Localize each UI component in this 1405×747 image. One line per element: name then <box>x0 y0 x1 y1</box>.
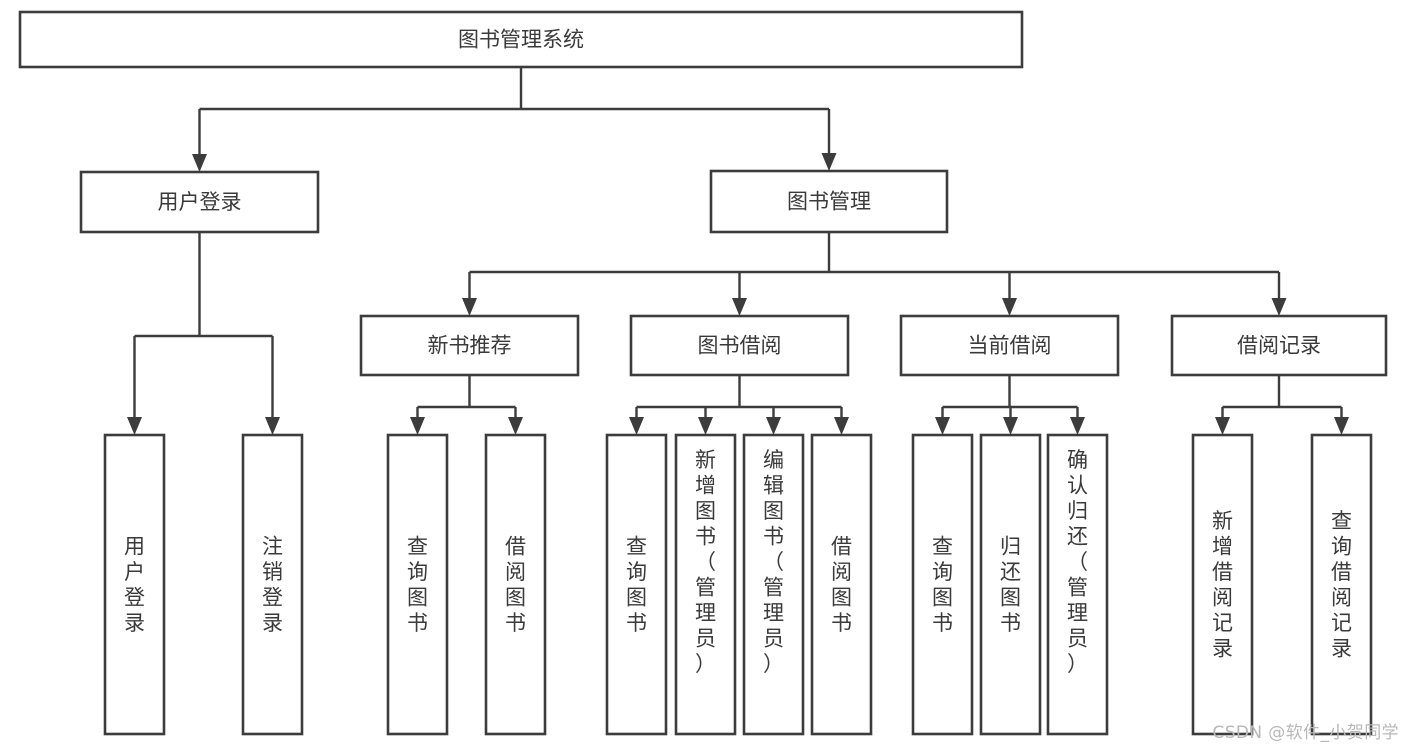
node-label-book-management: 图书管理 <box>787 190 871 214</box>
node-current-borrow[interactable]: 当前借阅 <box>899 314 1120 377</box>
node-box-leaf-query-book-1[interactable] <box>386 433 449 736</box>
node-leaf-return-book[interactable]: 归还图书 <box>979 433 1042 736</box>
arrow-head-icon <box>1003 417 1018 435</box>
arrow-head-icon <box>508 417 523 435</box>
node-label-leaf-query-borrow-record: 查询借阅记录 <box>1331 509 1352 661</box>
node-leaf-edit-book[interactable]: 编辑图书（管理员） <box>742 433 805 736</box>
node-label-current-borrow: 当前借阅 <box>968 334 1052 358</box>
node-label-leaf-borrow-book-2: 借阅图书 <box>831 534 852 635</box>
arrow-head-icon <box>1215 417 1230 435</box>
node-leaf-query-book-3[interactable]: 查询图书 <box>911 433 974 736</box>
node-label-leaf-borrow-book-1: 借阅图书 <box>505 534 526 635</box>
node-box-leaf-add-borrow-record[interactable] <box>1191 433 1254 736</box>
csdn-watermark: CSDN @软件_小贺同学 <box>1212 723 1399 743</box>
node-box-leaf-add-book[interactable] <box>674 433 737 736</box>
node-label-leaf-logout: 注销登录 <box>262 534 283 635</box>
node-leaf-confirm-return[interactable]: 确认归还（管理员） <box>1046 433 1109 736</box>
node-leaf-user-login[interactable]: 用户登录 <box>103 433 166 736</box>
node-label-leaf-add-book: 新增图书（管理员） <box>695 448 716 676</box>
node-book-management[interactable]: 图书管理 <box>709 169 949 234</box>
arrow-head-icon <box>821 153 837 171</box>
node-leaf-logout[interactable]: 注销登录 <box>241 433 304 736</box>
arrow-head-icon <box>698 417 713 435</box>
node-label-user-login: 用户登录 <box>158 190 242 214</box>
arrow-head-icon <box>766 417 781 435</box>
node-user-login[interactable]: 用户登录 <box>79 170 320 234</box>
node-new-book-recommend[interactable]: 新书推荐 <box>359 314 580 377</box>
node-leaf-borrow-book-1[interactable]: 借阅图书 <box>484 433 547 736</box>
node-box-leaf-edit-book[interactable] <box>742 433 805 736</box>
arrow-head-icon <box>1002 298 1017 316</box>
node-leaf-query-book-2[interactable]: 查询图书 <box>605 433 668 736</box>
node-label-new-book-recommend: 新书推荐 <box>428 334 512 358</box>
node-label-leaf-query-book-2: 查询图书 <box>626 534 647 635</box>
node-book-borrow[interactable]: 图书借阅 <box>629 314 850 377</box>
connectors-layer <box>127 67 1349 435</box>
arrow-head-icon <box>1271 298 1287 316</box>
arrow-head-icon <box>192 154 207 172</box>
node-box-borrow-records[interactable] <box>1170 314 1388 377</box>
node-leaf-add-book[interactable]: 新增图书（管理员） <box>674 433 737 736</box>
node-label-book-borrow: 图书借阅 <box>698 334 782 358</box>
node-box-current-borrow[interactable] <box>899 314 1120 377</box>
node-box-leaf-user-login[interactable] <box>103 433 166 736</box>
node-box-leaf-query-book-3[interactable] <box>911 433 974 736</box>
node-box-leaf-borrow-book-2[interactable] <box>810 433 873 736</box>
node-label-borrow-records: 借阅记录 <box>1237 334 1321 358</box>
arrow-head-icon <box>732 298 747 316</box>
arrow-head-icon <box>935 417 950 435</box>
node-box-book-management[interactable] <box>709 169 949 234</box>
arrow-head-icon <box>1334 417 1349 435</box>
node-label-leaf-user-login: 用户登录 <box>124 534 145 635</box>
node-leaf-query-borrow-record[interactable]: 查询借阅记录 <box>1310 433 1373 736</box>
node-borrow-records[interactable]: 借阅记录 <box>1170 314 1388 377</box>
arrow-head-icon <box>834 417 849 435</box>
node-leaf-borrow-book-2[interactable]: 借阅图书 <box>810 433 873 736</box>
node-box-leaf-query-borrow-record[interactable] <box>1310 433 1373 736</box>
node-box-leaf-borrow-book-1[interactable] <box>484 433 547 736</box>
arrow-head-icon <box>462 298 477 316</box>
node-box-user-login[interactable] <box>79 170 320 234</box>
node-label-root: 图书管理系统 <box>458 28 584 52</box>
node-label-leaf-add-borrow-record: 新增借阅记录 <box>1212 509 1233 661</box>
node-box-new-book-recommend[interactable] <box>359 314 580 377</box>
node-label-leaf-confirm-return: 确认归还（管理员） <box>1067 448 1088 676</box>
node-leaf-add-borrow-record[interactable]: 新增借阅记录 <box>1191 433 1254 736</box>
arrow-head-icon <box>629 417 644 435</box>
nodes-layer: 图书管理系统用户登录图书管理新书推荐图书借阅当前借阅借阅记录用户登录注销登录查询… <box>18 10 1388 736</box>
node-box-leaf-logout[interactable] <box>241 433 304 736</box>
node-root[interactable]: 图书管理系统 <box>18 10 1024 69</box>
node-box-leaf-query-book-2[interactable] <box>605 433 668 736</box>
node-label-leaf-edit-book: 编辑图书（管理员） <box>763 448 784 676</box>
arrow-head-icon <box>127 417 142 435</box>
arrow-head-icon <box>1070 417 1085 435</box>
node-box-leaf-confirm-return[interactable] <box>1046 433 1109 736</box>
node-label-leaf-return-book: 归还图书 <box>1000 534 1021 635</box>
arrow-head-icon <box>410 417 425 435</box>
node-label-leaf-query-book-1: 查询图书 <box>407 534 428 635</box>
node-label-leaf-query-book-3: 查询图书 <box>932 534 953 635</box>
node-box-leaf-return-book[interactable] <box>979 433 1042 736</box>
arrow-head-icon <box>265 417 280 435</box>
node-leaf-query-book-1[interactable]: 查询图书 <box>386 433 449 736</box>
node-box-root[interactable] <box>18 10 1024 69</box>
node-box-book-borrow[interactable] <box>629 314 850 377</box>
